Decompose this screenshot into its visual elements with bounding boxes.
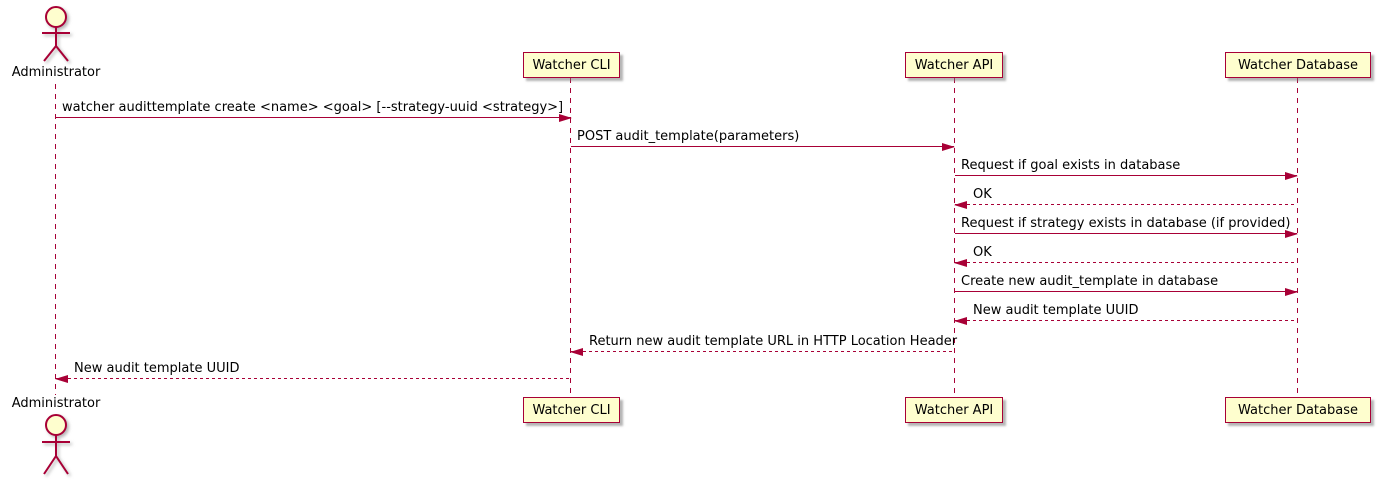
message-ok-goal: OK [954, 186, 1297, 209]
lifeline-administrator [55, 84, 56, 395]
actor-label-top: Administrator [11, 65, 101, 80]
participant-label: Watcher Database [1238, 402, 1358, 418]
participant-watcher-api-top: Watcher API [905, 52, 1003, 78]
participant-label: Watcher API [914, 57, 994, 73]
arrowhead-icon [1285, 230, 1298, 238]
message-label: Return new audit template URL in HTTP Lo… [589, 334, 958, 349]
arrow-line [955, 320, 1297, 321]
message-label: Request if strategy exists in database (… [961, 216, 1291, 231]
participant-label: Watcher CLI [532, 402, 611, 418]
message-label: POST audit_template(parameters) [577, 129, 800, 144]
arrowhead-icon [570, 348, 583, 356]
lifeline-watcher-cli [570, 78, 571, 397]
message-label: OK [973, 245, 992, 260]
participant-watcher-api-bottom: Watcher API [905, 397, 1003, 423]
message-request-goal-exists: Request if goal exists in database [955, 157, 1298, 180]
arrow-line [955, 233, 1297, 234]
message-label: New audit template UUID [74, 361, 240, 376]
participant-label: Watcher CLI [532, 57, 611, 73]
lifeline-watcher-api [954, 78, 955, 397]
arrow-line [571, 351, 954, 352]
arrowhead-icon [942, 143, 955, 151]
message-label: New audit template UUID [973, 303, 1139, 318]
actor-label-bottom: Administrator [11, 396, 101, 411]
participant-label: Watcher Database [1238, 57, 1358, 73]
message-label: Create new audit_template in database [961, 274, 1219, 289]
participant-watcher-database-top: Watcher Database [1225, 52, 1371, 78]
arrowhead-icon [954, 201, 967, 209]
message-label: OK [973, 187, 992, 202]
arrow-line [56, 378, 571, 379]
arrowhead-icon [1285, 288, 1298, 296]
actor-icon-top [42, 6, 70, 62]
arrow-line [955, 204, 1297, 205]
message-label: Request if goal exists in database [961, 158, 1181, 173]
message-create-audittemplate: watcher audittemplate create <name> <goa… [56, 99, 572, 122]
message-new-uuid-from-db: New audit template UUID [954, 302, 1297, 325]
arrow-line [955, 175, 1297, 176]
arrowhead-icon [55, 375, 68, 383]
participant-watcher-cli-bottom: Watcher CLI [523, 397, 620, 423]
message-return-url: Return new audit template URL in HTTP Lo… [570, 333, 958, 356]
arrowhead-icon [954, 259, 967, 267]
participant-label: Watcher API [914, 402, 994, 418]
participant-watcher-cli-top: Watcher CLI [523, 52, 620, 78]
arrow-line [56, 117, 571, 118]
message-create-in-database: Create new audit_template in database [955, 273, 1298, 296]
arrow-line [955, 291, 1297, 292]
actor-icon-bottom [42, 414, 70, 475]
message-post-audit-template: POST audit_template(parameters) [571, 128, 955, 151]
message-new-uuid-to-admin: New audit template UUID [55, 360, 571, 383]
arrowhead-icon [1285, 172, 1298, 180]
arrow-line [955, 262, 1297, 263]
arrowhead-icon [954, 317, 967, 325]
message-ok-strategy: OK [954, 244, 1297, 267]
arrow-line [571, 146, 954, 147]
arrowhead-icon [559, 114, 572, 122]
message-label: watcher audittemplate create <name> <goa… [62, 100, 564, 115]
participant-watcher-database-bottom: Watcher Database [1225, 397, 1371, 423]
message-request-strategy-exists: Request if strategy exists in database (… [955, 215, 1298, 238]
